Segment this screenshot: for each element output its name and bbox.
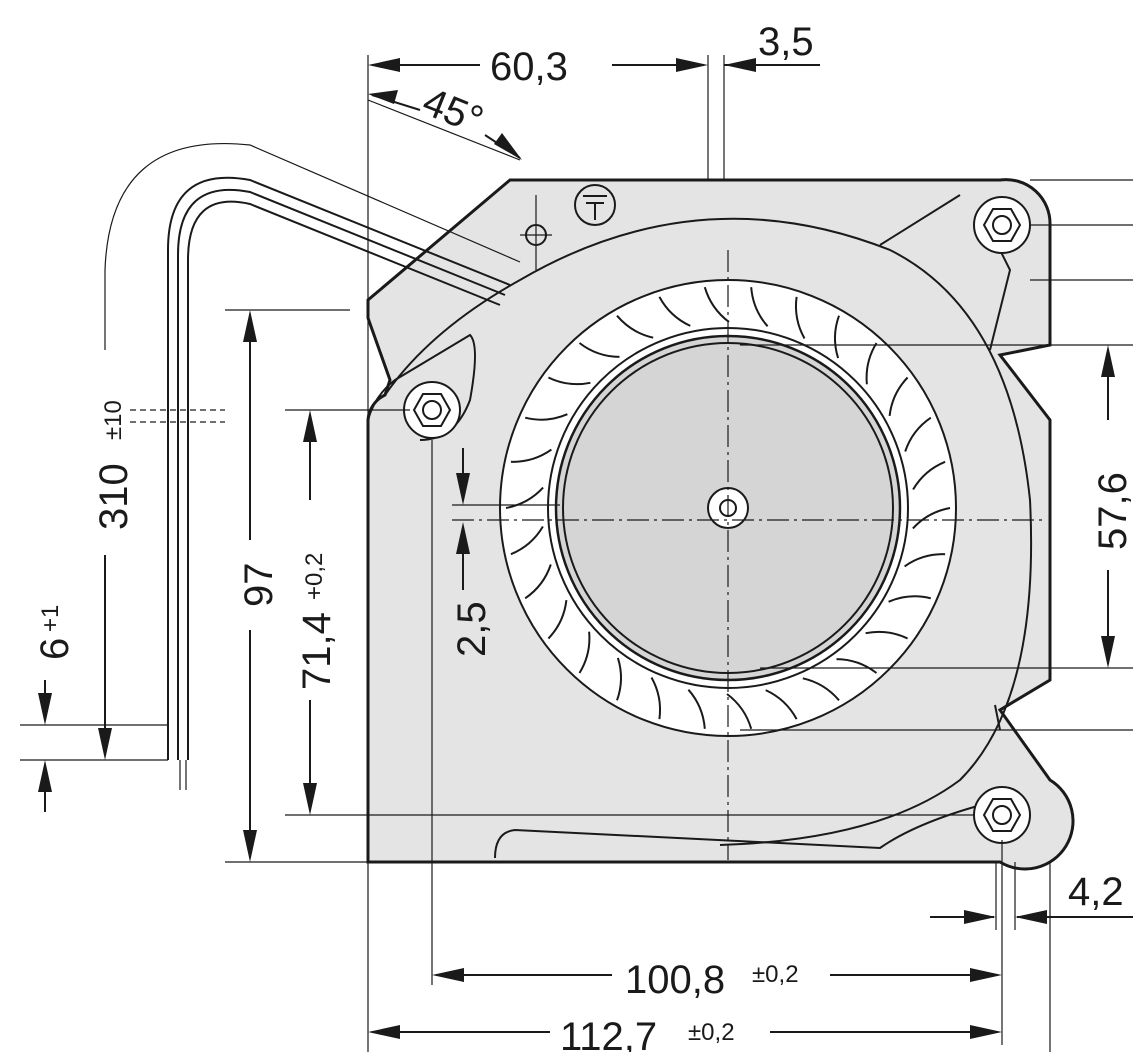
mounting-hole-top-right (973, 196, 1031, 254)
impeller-blade (802, 677, 840, 701)
impeller-blade (547, 599, 568, 640)
impeller-blade (836, 658, 878, 674)
dim-outlet-height: 57,6 (1091, 472, 1133, 550)
dim-strip-length: 6 (33, 638, 77, 660)
dim-hole-spacing-h-tol: ±0,2 (752, 961, 799, 988)
impeller-blade (650, 677, 662, 720)
dim-angle: 45° (417, 80, 490, 143)
mounting-hole-left (403, 381, 461, 439)
impeller-blade (765, 689, 798, 720)
impeller-blade (794, 296, 806, 339)
impeller-blade (703, 286, 730, 323)
impeller-blade (658, 296, 691, 327)
impeller-blade (912, 460, 946, 491)
impeller-blade (904, 553, 946, 568)
impeller-blade (726, 693, 753, 730)
impeller-blade (524, 564, 552, 600)
impeller-blade (616, 315, 654, 339)
impeller-blade (865, 630, 909, 640)
impeller-blade (510, 448, 552, 463)
impeller-blade (616, 657, 623, 701)
center-lines (452, 250, 1045, 860)
housing-upper-contour (879, 194, 1012, 351)
impeller-blade (578, 631, 591, 674)
impeller-blade (865, 342, 878, 385)
impeller-blades (505, 286, 951, 730)
dim-cable-length: 310 (92, 463, 136, 530)
impeller-blade (888, 376, 909, 417)
volute-scroll (384, 217, 1033, 846)
mounting-hole-bottom-right (973, 786, 1031, 844)
dim-strip-length-tol: +1 (37, 605, 64, 632)
dim-hole-spacing-v-tol: +0,2 (301, 553, 328, 600)
impeller-blade (505, 486, 544, 509)
ground-symbol-icon (574, 184, 616, 226)
impeller-blade (888, 595, 932, 603)
impeller-blade (912, 507, 951, 530)
dim-center-offset: 2,5 (450, 601, 494, 657)
cable (104, 143, 521, 790)
dim-width-top: 60,3 (490, 45, 568, 89)
extension-lines (20, 55, 1133, 1052)
dimension-lines (38, 58, 1133, 1039)
dim-height-total: 97 (237, 563, 281, 608)
dimension-labels: 60,3 3,5 45° 310 ±10 6 +1 97 71,4 +0,2 2… (33, 20, 1133, 1052)
dim-hole-offset-right: 4,2 (1068, 870, 1124, 914)
impeller-blade (687, 689, 706, 729)
dim-hole-spacing-h: 100,8 (625, 958, 725, 1002)
dim-width-total-tol: ±0,2 (688, 1019, 735, 1046)
impeller-blade (750, 287, 769, 327)
dim-offset-top: 3,5 (758, 20, 814, 64)
small-hole (520, 195, 552, 270)
impeller-blade (833, 315, 840, 359)
impeller-blade (904, 416, 932, 452)
dim-cable-length-tol: ±10 (100, 400, 127, 440)
impeller-blade (578, 342, 620, 358)
dim-hole-spacing-v: 71,4 (295, 612, 339, 690)
housing-lower-contour (494, 704, 1001, 859)
impeller-blade (547, 376, 591, 386)
dim-width-total: 112,7 (560, 1015, 657, 1052)
impeller-blade (510, 525, 544, 556)
impeller-blade (524, 413, 568, 421)
